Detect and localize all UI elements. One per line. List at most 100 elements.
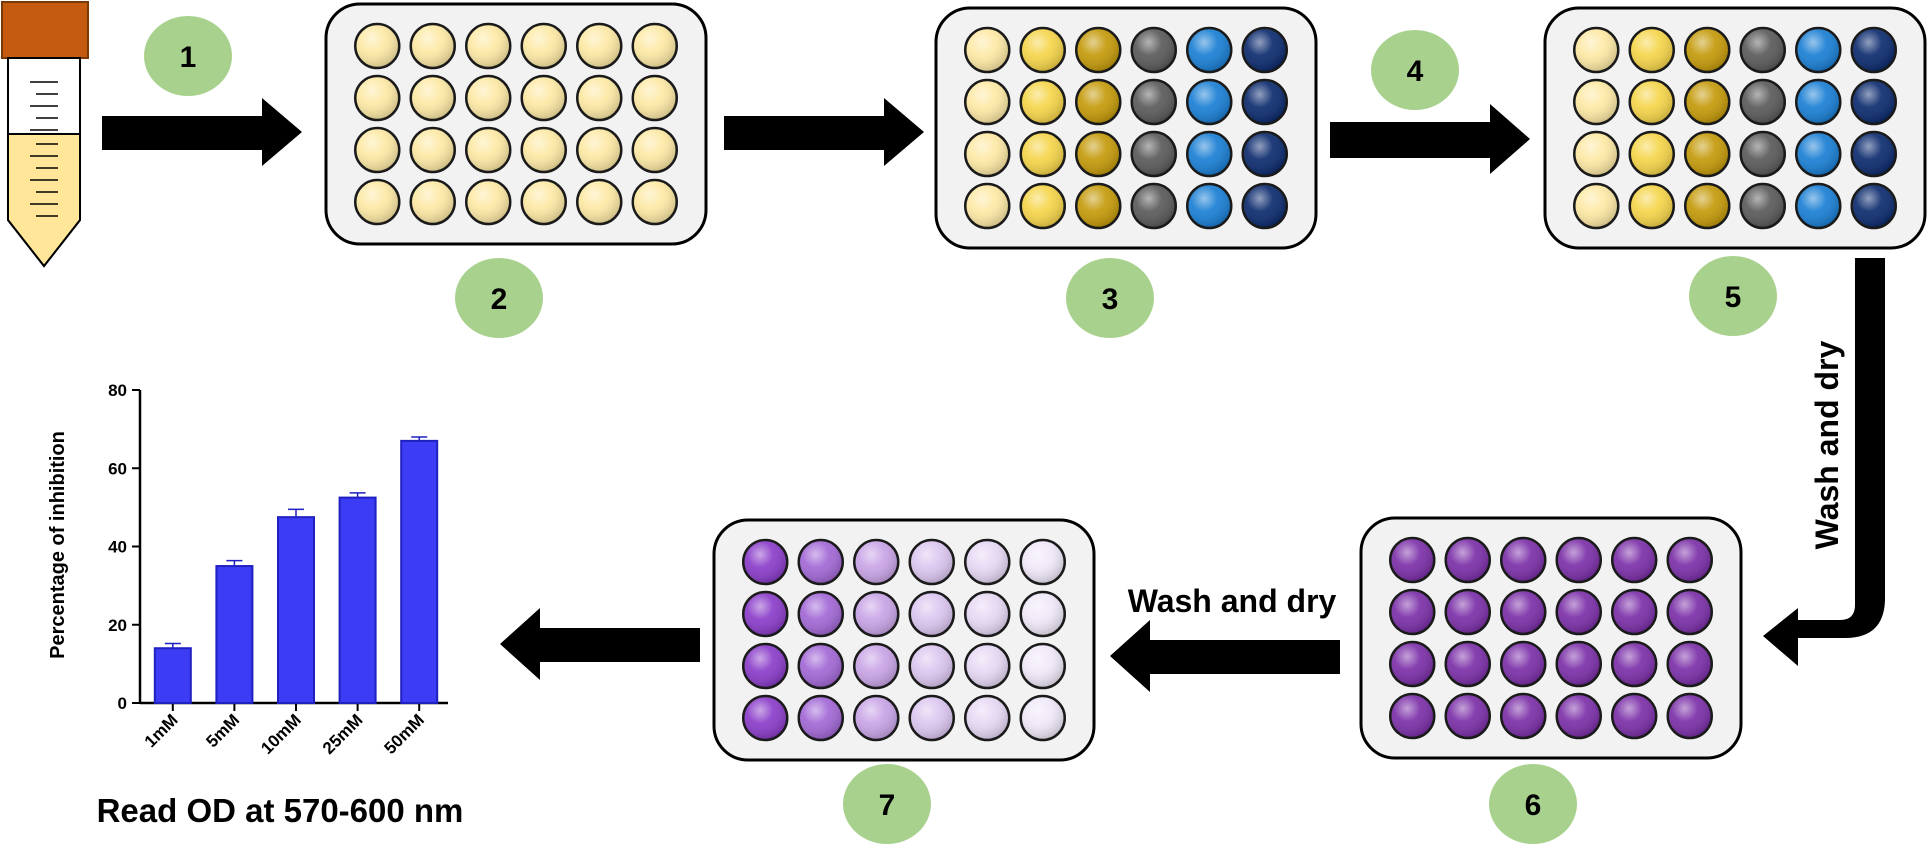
well-shine: [1575, 133, 1618, 175]
chart-bar: [400, 439, 439, 704]
well-shine: [1557, 591, 1600, 633]
well-shine: [744, 541, 787, 583]
chart-y-tick-label: 60: [108, 459, 127, 478]
well-shine: [1502, 591, 1545, 633]
wash-dry-label-horizontal: Wash and dry: [1128, 583, 1337, 619]
well-shine: [1021, 133, 1064, 175]
well-shine: [1188, 133, 1231, 175]
step-number-2: 2: [491, 283, 508, 316]
well-shine: [522, 77, 565, 119]
well-shine: [578, 25, 621, 67]
well-shine: [522, 25, 565, 67]
well-shine: [1077, 185, 1120, 227]
well-shine: [1446, 539, 1489, 581]
well-shine: [1686, 133, 1729, 175]
plate-6: [1359, 516, 1743, 760]
well-shine: [578, 77, 621, 119]
well-shine: [855, 593, 898, 635]
chart-x-tick-label: 10mM: [257, 710, 305, 758]
read-od-caption: Read OD at 570-600 nm: [97, 792, 464, 829]
well-shine: [522, 181, 565, 223]
well-shine: [744, 593, 787, 635]
plate-5: [1543, 6, 1927, 250]
well-shine: [1630, 29, 1673, 71]
well-shine: [799, 697, 842, 739]
tube-graduations: [30, 81, 58, 217]
well-shine: [1797, 29, 1840, 71]
chart-bar: [277, 516, 315, 704]
well-shine: [1243, 81, 1286, 123]
well-shine: [1132, 185, 1175, 227]
arrow-curved-down: [1763, 258, 1885, 666]
chart-bars: [153, 436, 439, 704]
well-shine: [1021, 185, 1064, 227]
well-shine: [1077, 133, 1120, 175]
well-shine: [1668, 539, 1711, 581]
well-shine: [966, 81, 1009, 123]
well-shine: [1021, 29, 1064, 71]
well-shine: [1797, 81, 1840, 123]
well-shine: [1741, 81, 1784, 123]
well-shine: [1391, 591, 1434, 633]
plate-3: [934, 6, 1318, 250]
well-shine: [966, 697, 1009, 739]
well-shine: [1132, 81, 1175, 123]
well-shine: [966, 541, 1009, 583]
chart-y-tick-label: 20: [108, 616, 127, 635]
falcon-tube: [1, 1, 89, 268]
wash-dry-label-vertical: Wash and dry: [1809, 340, 1845, 549]
well-shine: [1575, 81, 1618, 123]
well-shine: [1021, 645, 1064, 687]
chart-bar: [338, 496, 377, 704]
well-shine: [799, 645, 842, 687]
arrow-right-1: [102, 98, 302, 166]
well-shine: [744, 645, 787, 687]
well-shine: [855, 541, 898, 583]
tube-liquid: [7, 133, 81, 268]
plate-2: [324, 2, 708, 246]
well-shine: [799, 593, 842, 635]
well-shine: [1630, 185, 1673, 227]
well-shine: [356, 181, 399, 223]
arrow-right-2: [724, 98, 924, 166]
well-shine: [1188, 185, 1231, 227]
arrow-right-3: [1330, 104, 1530, 174]
well-shine: [1668, 643, 1711, 685]
well-shine: [1557, 643, 1600, 685]
step-badge-4: 4: [1371, 30, 1459, 110]
well-shine: [1021, 593, 1064, 635]
step-number-3: 3: [1102, 283, 1119, 316]
arrow-left-2: [500, 608, 700, 680]
well-shine: [966, 185, 1009, 227]
well-shine: [411, 25, 454, 67]
well-shine: [910, 645, 953, 687]
well-shine: [966, 133, 1009, 175]
well-shine: [467, 25, 510, 67]
well-shine: [1446, 643, 1489, 685]
well-shine: [411, 77, 454, 119]
chart-x-tick-label: 1mM: [141, 710, 182, 751]
well-shine: [1613, 539, 1656, 581]
step-number-5: 5: [1725, 281, 1742, 314]
well-shine: [910, 593, 953, 635]
chart-x-tick-label: 5mM: [202, 710, 243, 751]
well-shine: [1575, 29, 1618, 71]
well-shine: [1446, 695, 1489, 737]
well-shine: [855, 645, 898, 687]
well-shine: [1188, 29, 1231, 71]
chart-bar: [215, 565, 254, 704]
step-badge-6: 6: [1489, 764, 1577, 844]
well-shine: [1575, 185, 1618, 227]
step-badge-3: 3: [1066, 258, 1154, 338]
well-shine: [1741, 185, 1784, 227]
well-shine: [1502, 643, 1545, 685]
well-shine: [633, 181, 676, 223]
well-shine: [1686, 29, 1729, 71]
well-shine: [966, 29, 1009, 71]
well-shine: [1243, 133, 1286, 175]
well-shine: [910, 697, 953, 739]
well-shine: [1557, 695, 1600, 737]
step-number-7: 7: [879, 789, 896, 822]
